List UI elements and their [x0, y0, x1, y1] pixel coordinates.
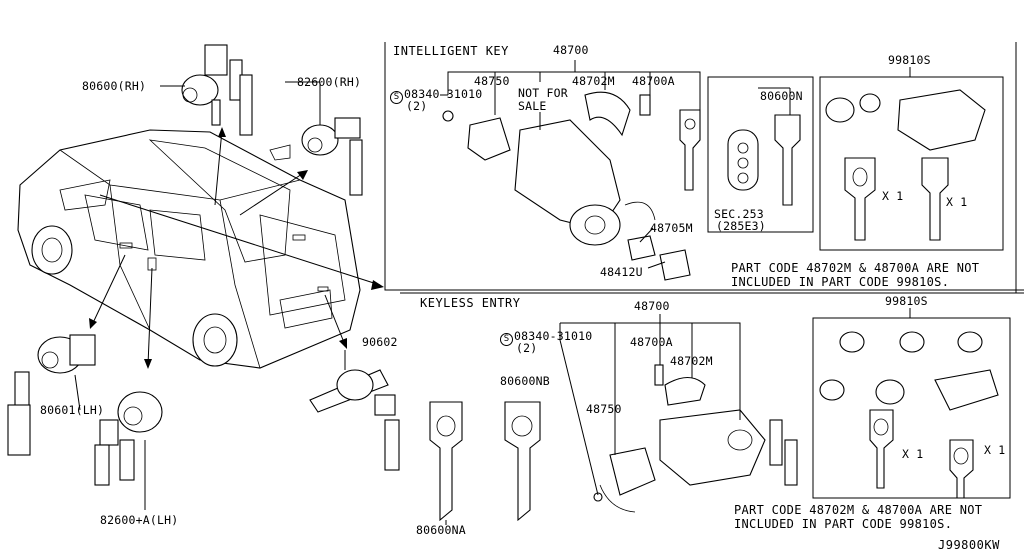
label-82600alh: 82600+A(LH)	[100, 513, 179, 527]
label-90602: 90602	[362, 335, 398, 349]
label-ik-bolt-number: 08340-31010	[404, 87, 483, 101]
label-ke-48750: 48750	[586, 402, 622, 416]
label-ik-48700a: 48700A	[632, 74, 675, 88]
label-ik-48705m: 48705M	[650, 221, 693, 235]
label-ik-bolt-qty: (2)	[406, 99, 428, 113]
label-ke-99810s: 99810S	[885, 294, 928, 308]
ke-leader-lines	[559, 308, 911, 496]
label-ik-x1b: X 1	[946, 195, 968, 209]
label-ke-x1a: X 1	[902, 447, 924, 461]
label-82600rh: 82600(RH)	[297, 75, 362, 89]
label-80601lh: 80601(LH)	[40, 403, 105, 417]
label-ik-99810s: 99810S	[888, 53, 931, 67]
label-ik-48702m: 48702M	[572, 74, 615, 88]
label-ik-sec-sub: (285E3)	[716, 219, 766, 233]
section-frames	[384, 42, 1024, 499]
door-lock-cylinders	[7, 44, 541, 522]
label-ik-x1a: X 1	[882, 189, 904, 203]
label-ik-80600n: 80600N	[760, 89, 803, 103]
label-80600na: 80600NA	[416, 523, 466, 537]
label-not-for-sale: NOT FOR SALE	[518, 86, 568, 113]
label-ke-bolt-number: 08340-31010	[514, 329, 593, 343]
intelligent-key-assembly	[442, 89, 986, 281]
label-ke-48702m: 48702M	[670, 354, 713, 368]
label-ke-x1b: X 1	[984, 443, 1006, 457]
keyless-entry-assembly	[593, 331, 999, 513]
label-ke-48700a: 48700A	[630, 335, 673, 349]
s-circle-marker: S	[500, 333, 513, 346]
label-80600nb: 80600NB	[500, 374, 550, 388]
label-ke-bolt-qty: (2)	[516, 341, 538, 355]
s-circle-marker: S	[390, 91, 403, 104]
section-title-intelligent-key: INTELLIGENT KEY	[393, 44, 509, 58]
label-ik-48412u: 48412U	[600, 265, 643, 279]
label-ik-48750: 48750	[474, 74, 510, 88]
note-ke-part-code: PART CODE 48702M & 48700A ARE NOT INCLUD…	[734, 503, 983, 531]
label-ke-48700: 48700	[634, 299, 670, 313]
van-illustration	[17, 129, 361, 369]
diagram-code: J99800KW	[938, 538, 1000, 552]
label-80600rh: 80600(RH)	[82, 79, 147, 93]
leader-arrows	[89, 127, 384, 369]
label-ik-sec: SEC.253	[714, 207, 764, 221]
label-ik-48700: 48700	[553, 43, 589, 57]
ik-leader-lines	[74, 60, 911, 525]
note-ik-part-code: PART CODE 48702M & 48700A ARE NOT INCLUD…	[731, 261, 980, 289]
section-title-keyless-entry: KEYLESS ENTRY	[420, 296, 521, 310]
